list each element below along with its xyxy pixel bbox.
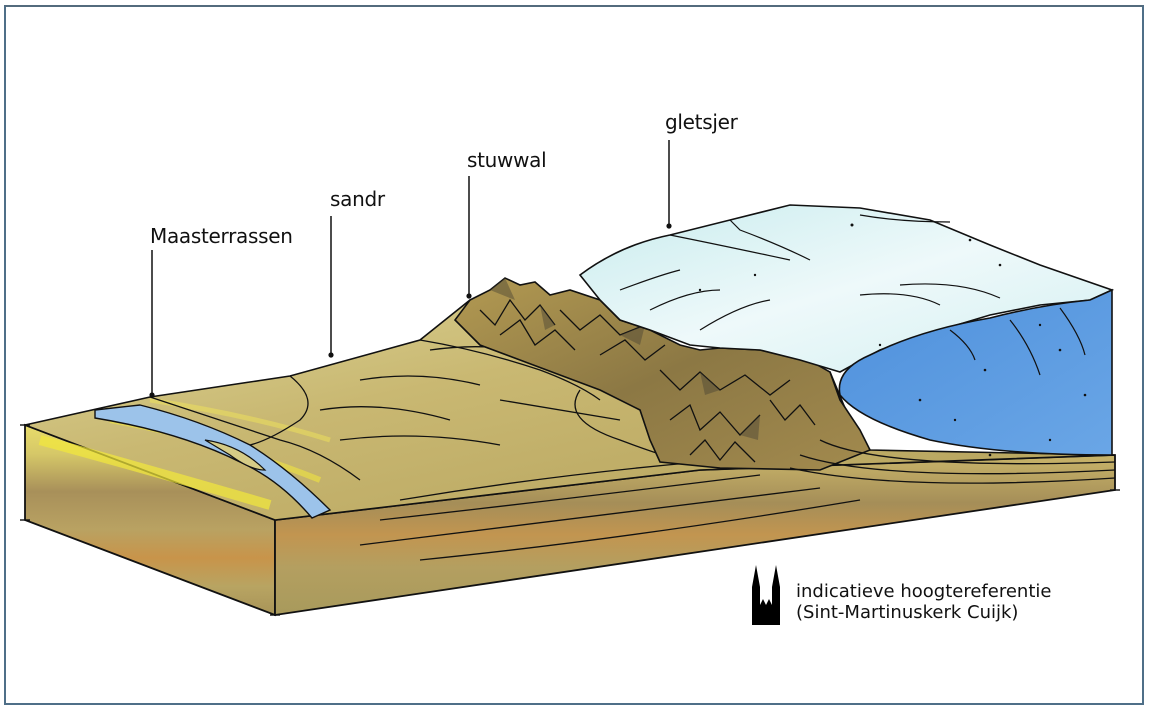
legend-line-2: (Sint-Martinuskerk Cuijk) [796,602,1019,623]
label-gletsjer: gletsjer [665,110,738,134]
church-towers-icon [752,565,780,625]
label-sandr: sandr [330,187,385,211]
glacier-ice [578,204,1115,373]
legend: indicatieve hoogtereferentie (Sint-Marti… [752,565,1051,625]
river [94,404,332,519]
legend-line-1: indicatieve hoogtereferentie [796,581,1052,602]
label-maasterrassen: Maasterrassen [150,224,293,248]
glacier-cross-section [838,288,1113,456]
label-stuwwal: stuwwal [467,148,547,172]
label-leader-lines [151,140,670,394]
